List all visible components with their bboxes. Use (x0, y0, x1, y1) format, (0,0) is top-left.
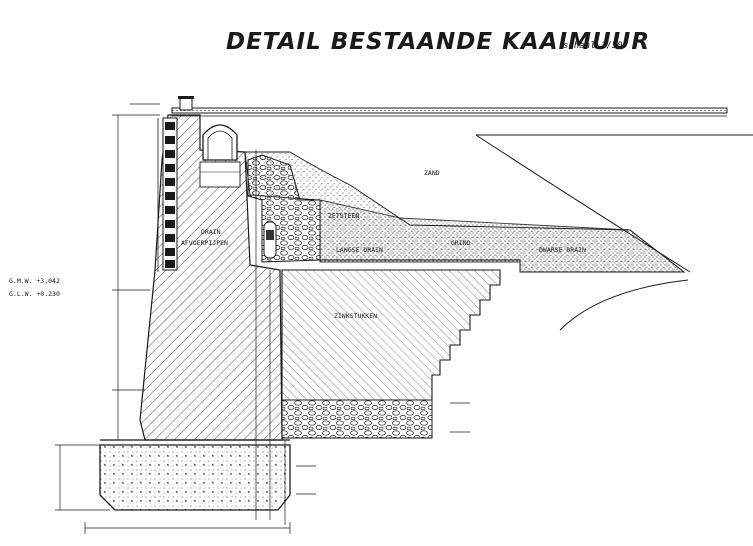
label-glw: G.L.W. +0.230 (9, 290, 60, 298)
quay-deck (171, 107, 728, 117)
dimension-lines (55, 103, 470, 534)
bollard (178, 96, 194, 111)
foundation-footing (99, 444, 291, 511)
label-grind: GRIND (451, 239, 471, 247)
label-afvoerpijpen: AFVOERPIJPEN (181, 239, 228, 247)
label-drain: DRAIN (201, 228, 221, 236)
reference-lines (255, 150, 286, 525)
material-labels: ZAND ZETSTEEN GRIND DRAIN AFVOERPIJPEN L… (181, 169, 586, 320)
rubble-layer (281, 399, 433, 439)
gravel-layer (319, 199, 686, 273)
label-langse-drain: LANGSE DRAIN (336, 246, 383, 254)
scale-label: schaal 1/50 (563, 41, 623, 51)
label-zand: ZAND (424, 169, 440, 177)
water-level-labels: G.M.W. +3.042 G.L.W. +0.230 (9, 277, 60, 298)
zinkstukken-block (281, 269, 501, 401)
drain-pipe (263, 221, 277, 259)
drawing-title: DETAIL BESTAANDE KAAIMUUR (226, 29, 650, 55)
stone-facing (157, 117, 178, 272)
drain-vault (199, 124, 241, 188)
label-zinkstukken: ZINKSTUKKEN (334, 312, 377, 320)
label-gmw: G.M.W. +3.042 (9, 277, 60, 285)
label-dwarse-drain: DWARSE DRAIN (539, 246, 586, 254)
label-zetsteen: ZETSTEEN (328, 212, 359, 220)
